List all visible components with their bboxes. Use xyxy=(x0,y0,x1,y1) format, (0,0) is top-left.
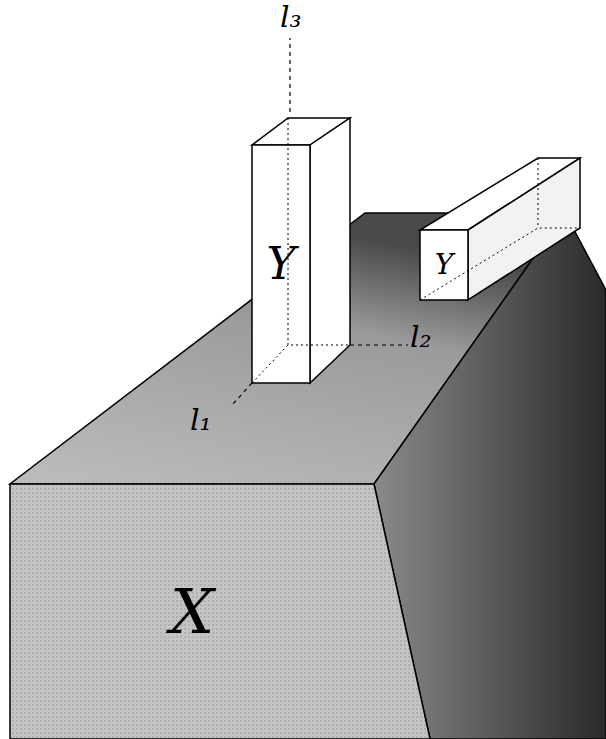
block-side xyxy=(468,158,580,300)
hidden-edge xyxy=(288,118,350,345)
hidden-edge xyxy=(252,345,288,383)
block-face: X xyxy=(10,484,374,739)
axis-label: l₃ xyxy=(280,2,302,32)
axis-label: l₂ xyxy=(410,322,432,352)
hidden-edge xyxy=(420,228,580,300)
block-face: Y xyxy=(252,145,310,383)
axis-label: l₁ xyxy=(190,405,212,435)
block-front xyxy=(420,230,468,300)
front-face xyxy=(10,484,430,739)
hidden-edge xyxy=(538,158,539,228)
block-side xyxy=(310,118,350,383)
block-label: Y xyxy=(266,242,295,286)
axis-line xyxy=(350,344,408,345)
block-face: Y xyxy=(420,230,468,300)
block-label: Y xyxy=(435,251,453,279)
block-label: X xyxy=(170,581,214,643)
block-front xyxy=(252,145,310,383)
axis-line xyxy=(289,38,290,112)
axis-line xyxy=(232,383,252,405)
